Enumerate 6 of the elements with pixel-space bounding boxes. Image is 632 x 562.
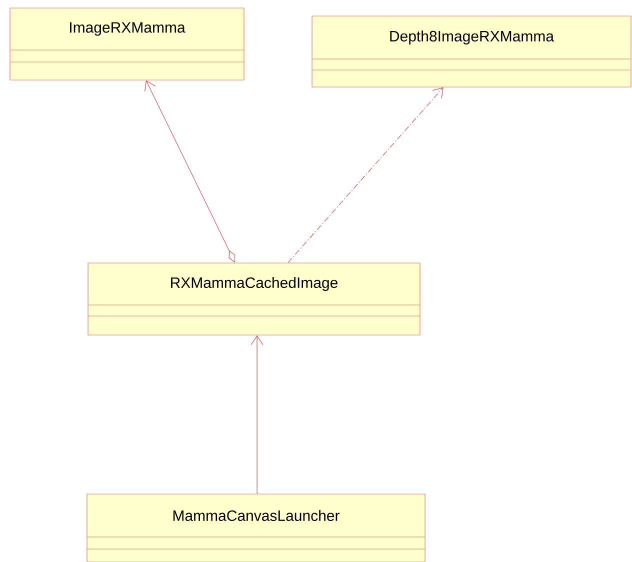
class-box: ImageRXMamma xyxy=(10,8,244,80)
class-box: RXMammaCachedImage xyxy=(88,262,420,336)
arrow xyxy=(288,87,444,263)
class-box: MammaCanvasLauncher xyxy=(86,494,426,562)
class-box: Depth8ImageRXMamma xyxy=(312,16,632,88)
arrow xyxy=(250,335,264,494)
